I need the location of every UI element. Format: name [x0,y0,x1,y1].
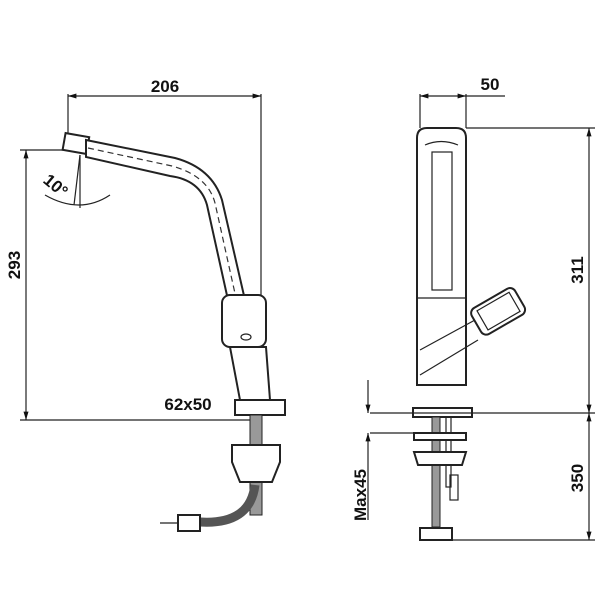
faucet-body [221,294,272,401]
hose-dimension-350: 350 [370,412,595,541]
width-label: 206 [151,77,179,96]
height-label: 293 [5,251,24,279]
front-view: 50 311 [351,75,595,541]
counter-label: Max45 [351,469,370,521]
width-dimension-50: 50 [419,75,505,128]
spout-angle-10deg: 10° [40,154,111,208]
height-dimension-311: 311 [466,127,595,413]
height-label: 311 [568,256,587,283]
side-view: 206 293 10° 62x5 [5,77,286,532]
hose-label: 350 [568,464,587,492]
base-label: 62x50 [164,395,211,414]
base-plate: 62x50 [160,395,286,532]
width-label: 50 [481,75,500,94]
spout [61,131,247,301]
angle-label: 10° [40,170,72,201]
counter-dimension-max45: Max45 [351,380,420,521]
faucet-body [412,127,527,541]
